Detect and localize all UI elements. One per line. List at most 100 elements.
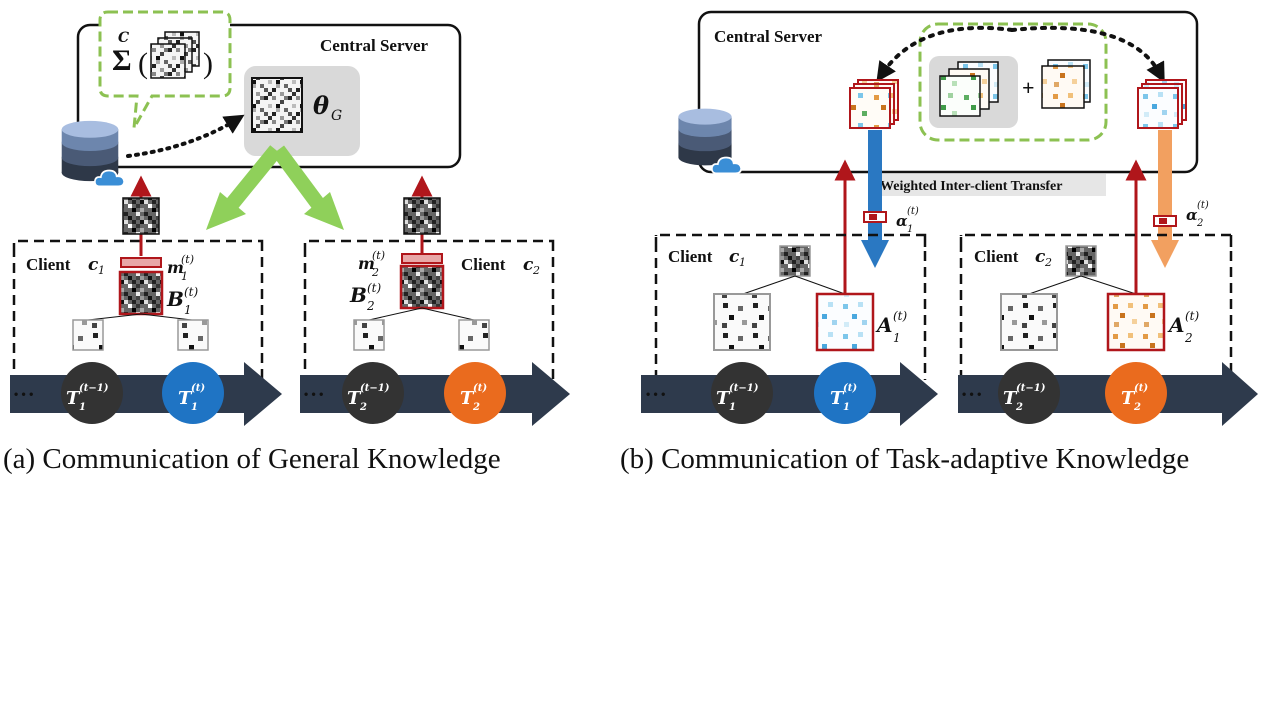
- task-node-prev: [711, 362, 773, 424]
- sum-upper-label: C: [118, 30, 129, 46]
- global-knowledge-matrix: [251, 77, 303, 133]
- transfer-dotted-arrow-right: [1010, 25, 1165, 83]
- client-c1: Client c 1 m 1 (t) B 1 (t): [12, 175, 264, 385]
- mask-vector: [401, 253, 443, 264]
- timeline-dots: • • •: [962, 387, 981, 401]
- task-node-prev-sup: (t−1): [79, 383, 109, 394]
- task-matrix-prev: [713, 293, 771, 351]
- client-var: c: [729, 247, 740, 267]
- task-node-curr: [444, 362, 506, 424]
- broadcast-arrow-left: [206, 145, 282, 230]
- central-server-label: Central Server: [320, 36, 429, 55]
- alpha1-var: α: [896, 212, 908, 230]
- sum-open-paren: (: [138, 47, 148, 80]
- task-node-prev: [61, 362, 123, 424]
- stacked-base-matrix-3: [150, 43, 186, 79]
- task-node-prev-sub: 1: [79, 402, 86, 413]
- base-sub: 1: [184, 303, 192, 317]
- alpha2-var: α: [1186, 206, 1198, 224]
- adaptive-var: A: [1167, 313, 1185, 337]
- client-c2: Client c 2 m 2 (t) B 2 (t): [303, 175, 555, 385]
- shared-adaptive-matrix-3: [939, 75, 981, 117]
- client-label: Client: [26, 255, 71, 274]
- timeline-dots: • • •: [646, 387, 665, 401]
- base-matrix: [779, 245, 811, 277]
- base-matrix: [1065, 245, 1097, 277]
- adaptive-sup: (t): [893, 309, 908, 323]
- task-node-curr-sub: 1: [843, 402, 850, 413]
- adaptive-var: A: [875, 313, 893, 337]
- alpha2-sub: 2: [1196, 218, 1203, 229]
- adaptive-matrix: [815, 292, 875, 352]
- client-label: Client: [461, 255, 506, 274]
- task-node-prev-var: T: [66, 388, 81, 409]
- timeline-c1: • • • T 1 (t−1) T 1 (t): [641, 362, 938, 426]
- task-node-curr-sub: 2: [472, 402, 480, 413]
- task-node-prev: [342, 362, 404, 424]
- transfer-label-box: [878, 174, 1106, 196]
- task-node-prev-sub: 2: [359, 402, 367, 413]
- transfer-dotted-arrow-left: [876, 25, 1014, 83]
- mask-sup: (t): [372, 249, 385, 262]
- task-node-curr-var: T: [830, 388, 845, 409]
- task-node-curr-sub: 2: [1133, 402, 1141, 413]
- task-node-curr-var: T: [460, 388, 475, 409]
- mask-sub: 1: [181, 270, 188, 283]
- task-node-prev-sup: (t−1): [360, 383, 390, 394]
- task-matrix-prev: [1000, 293, 1058, 351]
- server-adaptive-stack-1: [849, 87, 891, 129]
- sum-close-paren: ): [203, 47, 213, 80]
- timeline-c2: • • • T 2 (t−1) T 2 (t): [958, 362, 1258, 426]
- mask-var: m: [167, 258, 184, 277]
- task-node-curr: [1105, 362, 1167, 424]
- task-node-prev-var: T: [347, 388, 362, 409]
- adaptive-matrix: [1106, 292, 1166, 352]
- client-label: Client: [668, 247, 713, 266]
- task-node-prev-var: T: [716, 388, 731, 409]
- task-matrix-curr: [177, 319, 209, 351]
- client-var: c: [88, 255, 99, 275]
- download-arrow-c2: [1151, 130, 1179, 268]
- server-adaptive-stack-2: [1137, 87, 1179, 129]
- task-node-curr: [162, 362, 224, 424]
- theta-sub: G: [331, 108, 342, 124]
- task-node-prev-sup: (t−1): [729, 383, 759, 394]
- task-node-curr-var: T: [178, 388, 193, 409]
- panel-b: Central Server + Weighted Inter-client T…: [620, 10, 1258, 475]
- timeline-c1: • • • T 1 (t−1) T 1 (t): [10, 362, 282, 426]
- task-node-prev-sub: 2: [1015, 402, 1023, 413]
- base-matrix: [399, 264, 445, 310]
- uploaded-base-matrix: [122, 197, 160, 235]
- mask-sup: (t): [181, 253, 194, 266]
- client-label: Client: [974, 247, 1019, 266]
- uploaded-base-matrix: [403, 197, 441, 235]
- aggregation-bubble: C Σ ( ): [98, 10, 232, 129]
- client-sub: 1: [739, 256, 746, 269]
- task-node-curr-sup: (t): [473, 383, 487, 394]
- task-matrix-prev: [72, 319, 104, 351]
- download-arrow-c1: [861, 130, 889, 268]
- alpha1-sub: 1: [907, 224, 913, 235]
- shared-adaptive-matrix-5: [1041, 65, 1085, 109]
- broadcast-arrow-right: [271, 145, 344, 230]
- base-matrix: [118, 270, 164, 316]
- client-var: c: [1035, 247, 1046, 267]
- base-sub: 2: [366, 299, 375, 313]
- task-node-prev: [998, 362, 1060, 424]
- client-var: c: [523, 255, 534, 275]
- alpha1-sup: (t): [907, 206, 919, 217]
- adaptive-sup: (t): [1185, 309, 1200, 323]
- client-c1: Client c 1 A 1 (t): [654, 233, 927, 380]
- server-database-icon: [678, 108, 732, 166]
- caption-b: (b) Communication of Task-adaptive Knowl…: [620, 443, 1189, 475]
- client-sub: 2: [1044, 256, 1052, 269]
- mask-sub: 2: [371, 266, 379, 279]
- central-server-label: Central Server: [714, 27, 823, 46]
- task-node-curr: [814, 362, 876, 424]
- timeline-c2: • • • T 2 (t−1) T 2 (t): [300, 362, 570, 426]
- task-matrix-curr: [458, 319, 490, 351]
- task-node-curr-sup: (t): [1134, 383, 1148, 394]
- base-sup: (t): [184, 285, 199, 299]
- alpha2-sup: (t): [1197, 200, 1209, 211]
